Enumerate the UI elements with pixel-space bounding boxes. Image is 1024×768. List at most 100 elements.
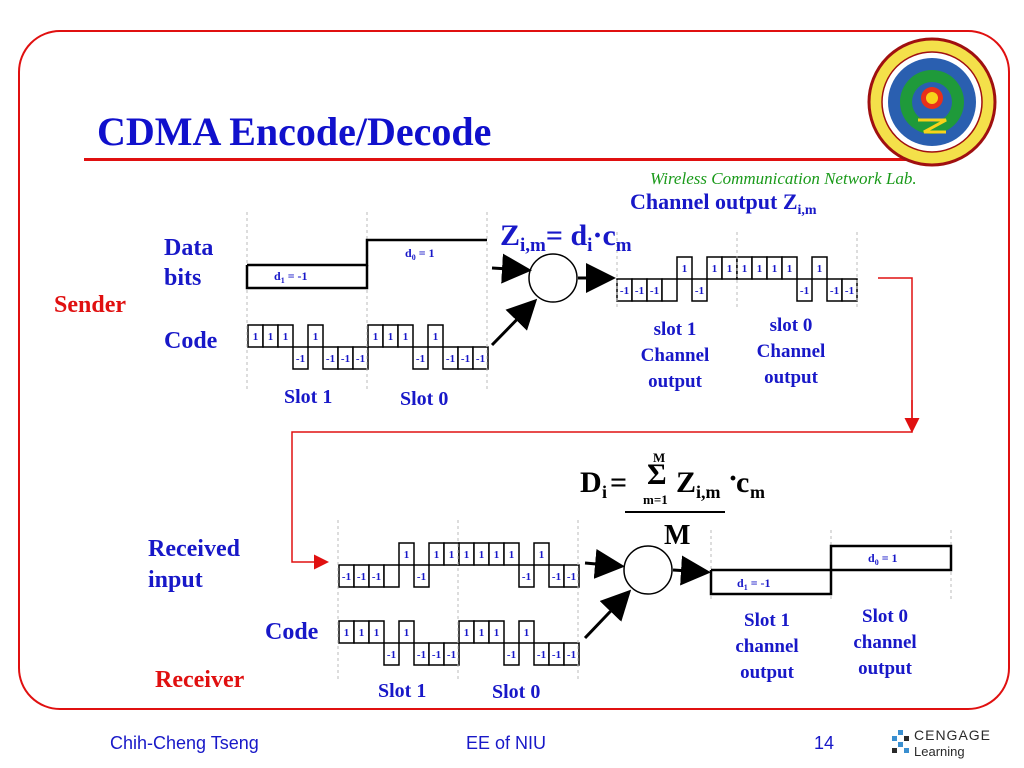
sender-code-label: Code xyxy=(164,328,218,354)
decode-upper: M xyxy=(653,450,666,465)
chip-value: 1 xyxy=(524,627,530,639)
chip-box xyxy=(563,642,580,666)
channel-slot0-caption: slot 0 Channel output xyxy=(746,313,836,391)
cengage-wordmark: CENGAGE xyxy=(914,727,991,743)
slide-frame xyxy=(18,30,1010,710)
out-slot0-line2: channel xyxy=(853,632,917,653)
chip-value: 1 xyxy=(344,627,350,639)
chip-box xyxy=(398,542,415,566)
chip-box xyxy=(383,564,400,588)
chip-value: 1 xyxy=(772,263,778,275)
chip-box xyxy=(398,620,415,644)
chip-value: 1 xyxy=(479,627,485,639)
formula-z-sub: i,m xyxy=(520,235,546,256)
chip-box xyxy=(691,278,708,302)
formula-c-sub: m xyxy=(615,235,632,256)
chip-value: 1 xyxy=(434,549,440,561)
chip-value: -1 xyxy=(537,649,546,661)
receiver-label: Receiver xyxy=(155,667,245,693)
footer-dept: EE of NIU xyxy=(466,733,547,753)
out-slot0-line3: output xyxy=(858,658,912,679)
chip-value: 1 xyxy=(494,627,500,639)
university-seal-logo xyxy=(867,37,997,167)
chip-value: -1 xyxy=(507,649,516,661)
chip-value: 1 xyxy=(283,331,289,343)
chip-value: -1 xyxy=(356,353,365,365)
chip-box xyxy=(413,564,430,588)
chip-box xyxy=(518,564,535,588)
chip-value: 1 xyxy=(712,263,718,275)
received-line2: input xyxy=(148,567,203,593)
chip-value: 1 xyxy=(742,263,748,275)
chip-box xyxy=(277,324,294,348)
chip-box xyxy=(412,346,429,370)
chip-box xyxy=(503,542,520,566)
decode-z-sub: i,m xyxy=(696,482,721,502)
chip-box xyxy=(503,642,520,666)
chip-value: 1 xyxy=(727,263,733,275)
sender-label: Sender xyxy=(54,292,126,318)
sender-d0-label: d0 = 1 xyxy=(405,246,435,262)
chip-value: -1 xyxy=(447,649,456,661)
arrow-receiver-multiplier-to-output xyxy=(672,555,711,586)
chip-value: 1 xyxy=(479,549,485,561)
chip-box xyxy=(427,324,444,348)
chip-value: 1 xyxy=(253,331,259,343)
chip-value: -1 xyxy=(416,353,425,365)
receiver-slot1-label: Slot 1 xyxy=(378,680,427,702)
data-bits-line2: bits xyxy=(164,265,202,291)
chip-value: -1 xyxy=(432,649,441,661)
decode-sigma: Σ xyxy=(647,458,667,491)
sender-data-bits-outline xyxy=(245,265,369,290)
chip-value: 1 xyxy=(404,549,410,561)
chip-box xyxy=(397,324,414,348)
channel-slot1-caption: slot 1 Channel output xyxy=(630,317,720,395)
received-input-label: Received input xyxy=(148,534,240,596)
cengage-logo: CENGAGE Learning xyxy=(892,727,991,759)
chip-value: 1 xyxy=(313,331,319,343)
chip-value: 1 xyxy=(682,263,688,275)
sender-slot0-label: Slot 0 xyxy=(400,388,449,410)
receiver-slot0-label: Slot 0 xyxy=(492,681,541,703)
chip-value: -1 xyxy=(342,571,351,583)
decode-z: Z xyxy=(676,466,697,499)
out-slot1-caption: Slot 1 channel output xyxy=(722,608,812,686)
encode-formula: Zi,m= di·cm xyxy=(500,219,632,257)
chip-value: -1 xyxy=(357,571,366,583)
chip-value: -1 xyxy=(417,571,426,583)
arrow-data-to-multiplier xyxy=(491,253,532,284)
decode-c: c xyxy=(736,466,750,499)
footer-author: Chih-Cheng Tseng xyxy=(110,733,259,753)
lab-name: Wireless Communication Network Lab. xyxy=(650,169,917,188)
formula-c: c xyxy=(602,219,616,252)
chip-box xyxy=(661,278,678,302)
channel-slot0-line1: slot 0 xyxy=(769,315,813,336)
channel-slot0-line2: Channel xyxy=(756,341,826,362)
arrow-code-to-receiver-multiplier xyxy=(583,589,632,640)
receiver-output-outline xyxy=(709,570,833,596)
arrow-code-to-multiplier xyxy=(490,298,538,347)
chip-value: 1 xyxy=(359,627,365,639)
chip-box xyxy=(841,278,858,302)
chip-value: 1 xyxy=(539,549,545,561)
chip-value: -1 xyxy=(341,353,350,365)
chip-value: 1 xyxy=(433,331,439,343)
channel-slot1-line2: Channel xyxy=(640,345,710,366)
formula-dot: · xyxy=(592,219,603,252)
chip-value: -1 xyxy=(845,285,854,297)
chip-value: 1 xyxy=(464,549,470,561)
chip-box xyxy=(796,278,813,302)
chip-value: -1 xyxy=(552,571,561,583)
footer-page-number: 14 xyxy=(814,733,835,753)
channel-slot1-line3: output xyxy=(648,371,702,392)
out-slot1-line1: Slot 1 xyxy=(744,610,790,631)
chip-box xyxy=(383,642,400,666)
decode-d-sub: i xyxy=(602,482,608,502)
out-slot1-line3: output xyxy=(740,662,794,683)
out-slot1-line2: channel xyxy=(735,636,799,657)
chip-box xyxy=(781,256,798,280)
chip-value: 1 xyxy=(757,263,763,275)
